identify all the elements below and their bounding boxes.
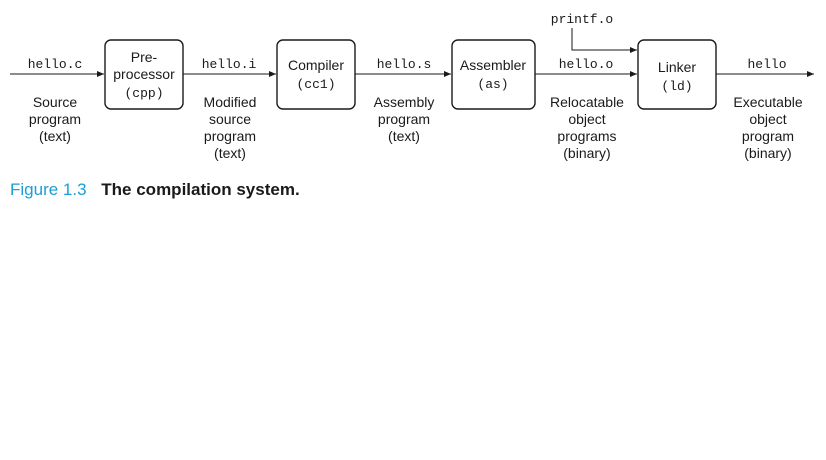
linker-program: (ld) [661, 79, 692, 94]
compilation-diagram: Pre- processor (cpp) Compiler (cc1) Asse… [10, 12, 814, 161]
desc-hello-i-2: source [209, 111, 251, 127]
figure-number: Figure 1.3 [10, 180, 87, 199]
preprocessor-label-1: Pre- [131, 49, 158, 65]
file-hello-o: hello.o [559, 57, 614, 72]
desc-hello-s-1: Assembly [374, 94, 435, 110]
desc-hello-3: program [742, 128, 794, 144]
file-hello-c: hello.c [28, 57, 83, 72]
desc-hello-c-3: (text) [39, 128, 71, 144]
desc-hello-o-1: Relocatable [550, 94, 624, 110]
desc-hello-c-1: Source [33, 94, 78, 110]
preprocessor-box [104, 39, 184, 110]
desc-hello-o-2: object [568, 111, 605, 127]
desc-hello-i-4: (text) [214, 145, 246, 161]
file-printf-o: printf.o [551, 12, 613, 27]
assembler-label: Assembler [460, 57, 526, 73]
figure-caption: Figure 1.3 The compilation system. [10, 180, 300, 200]
figure-title: The compilation system. [101, 180, 300, 199]
desc-hello-o-3: programs [557, 128, 616, 144]
arrow-printf-o [571, 28, 637, 53]
file-hello-i: hello.i [202, 57, 257, 72]
desc-hello-1: Executable [733, 94, 802, 110]
file-hello: hello [747, 57, 786, 72]
linker-label: Linker [658, 59, 696, 75]
preprocessor-label-2: processor [113, 66, 175, 82]
file-hello-s: hello.s [377, 57, 432, 72]
assembler-program: (as) [477, 77, 508, 92]
assembler-box [451, 39, 536, 110]
compiler-box [276, 39, 356, 110]
compiler-label: Compiler [288, 57, 344, 73]
desc-hello-4: (binary) [744, 145, 791, 161]
linker-box [637, 39, 717, 110]
desc-hello-c-2: program [29, 111, 81, 127]
desc-hello-i-3: program [204, 128, 256, 144]
desc-hello-i-1: Modified [204, 94, 257, 110]
desc-hello-o-4: (binary) [563, 145, 610, 161]
desc-hello-2: object [749, 111, 786, 127]
preprocessor-program: (cpp) [124, 86, 163, 101]
compiler-program: (cc1) [296, 77, 335, 92]
desc-hello-s-3: (text) [388, 128, 420, 144]
desc-hello-s-2: program [378, 111, 430, 127]
